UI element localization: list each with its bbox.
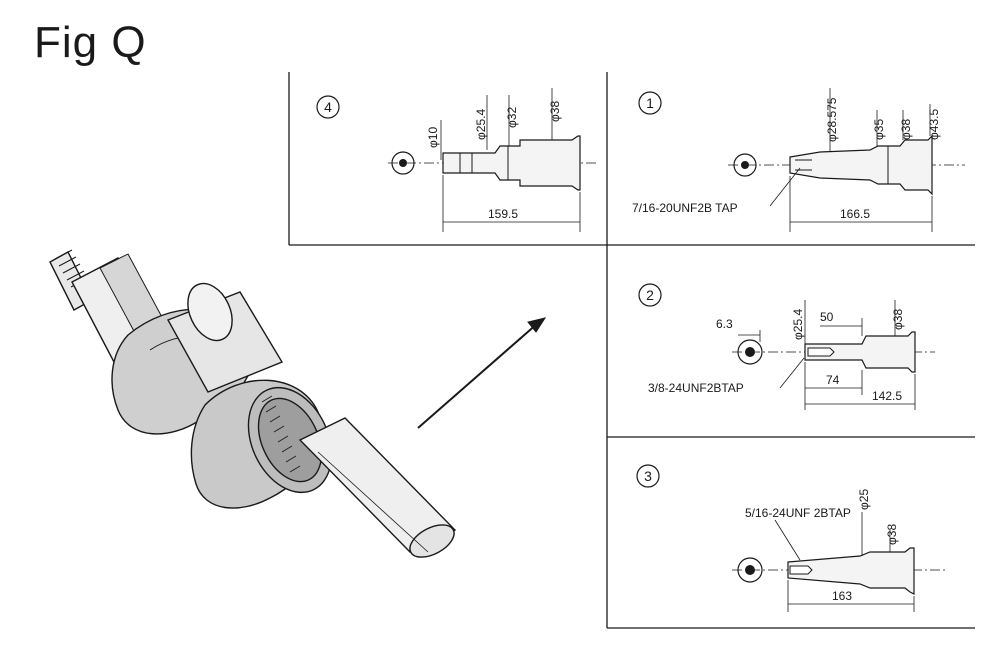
panel-4-dia-4: φ38 [548,101,562,122]
panel-4-dia-3: φ32 [505,107,519,128]
panel-2-shaft [804,331,916,373]
panel-3-badge [636,464,660,488]
panel-1-dia-4: φ43.5 [927,109,941,140]
panel-1-length: 166.5 [840,207,870,221]
panel-2-length-1: 6.3 [716,317,733,331]
panel-4-dia-1: φ10 [426,127,440,148]
panel-3-dia-1: φ25 [857,489,871,510]
panel-3-dia-2: φ38 [885,524,899,545]
panel-4-number: 4 [324,99,332,115]
panel-2-badge [638,283,662,307]
panel-1-dia-2: φ35 [872,119,886,140]
panel-3-shaft [787,547,915,595]
panel-3: 3 5/16-24UNF 2BTAP φ25 φ38 163 [636,464,945,612]
direction-arrow [417,317,547,429]
panel-4-badge [316,95,340,119]
panel-3-number: 3 [644,468,652,484]
panel-1: 1 φ28.575 φ35 φ38 φ43.5 7/16-20UNF2B TAP… [632,88,965,232]
panel-2-number: 2 [646,287,654,303]
panel-2-tap-note: 3/8-24UNF2BTAP [648,381,744,395]
panel-3-tap-note: 5/16-24UNF 2BTAP [745,506,851,520]
panel-3-length: 163 [832,589,852,603]
panel-2-length-4: 142.5 [872,389,902,403]
panel-2: 2 6.3 φ25.4 50 φ38 3/8-24UNF2BTAP 74 142… [638,283,935,410]
panel-2-length-2: 50 [820,310,834,324]
figure-title: Fig Q [34,18,147,67]
panel-4-shaft [442,135,581,191]
panel-4-dia-2: φ25.4 [474,109,488,140]
panel-1-shaft [789,134,933,196]
panel-1-end-view-center [741,161,749,169]
panel-2-dia-2: φ38 [891,309,905,330]
panel-1-number: 1 [646,95,654,111]
panel-4-length: 159.5 [488,207,518,221]
panel-1-tap-note: 7/16-20UNF2B TAP [632,201,738,215]
panel-1-dia-3: φ38 [899,119,913,140]
panel-1-badge [638,91,662,115]
panel-1-dia-1: φ28.575 [825,97,839,142]
panel-4: 4 φ10 φ25.4 φ32 φ38 159.5 [316,88,598,232]
panel-2-dia-1: φ25.4 [791,309,805,340]
panel-2-length-3: 74 [826,373,840,387]
crankshaft-illustration [49,249,457,558]
